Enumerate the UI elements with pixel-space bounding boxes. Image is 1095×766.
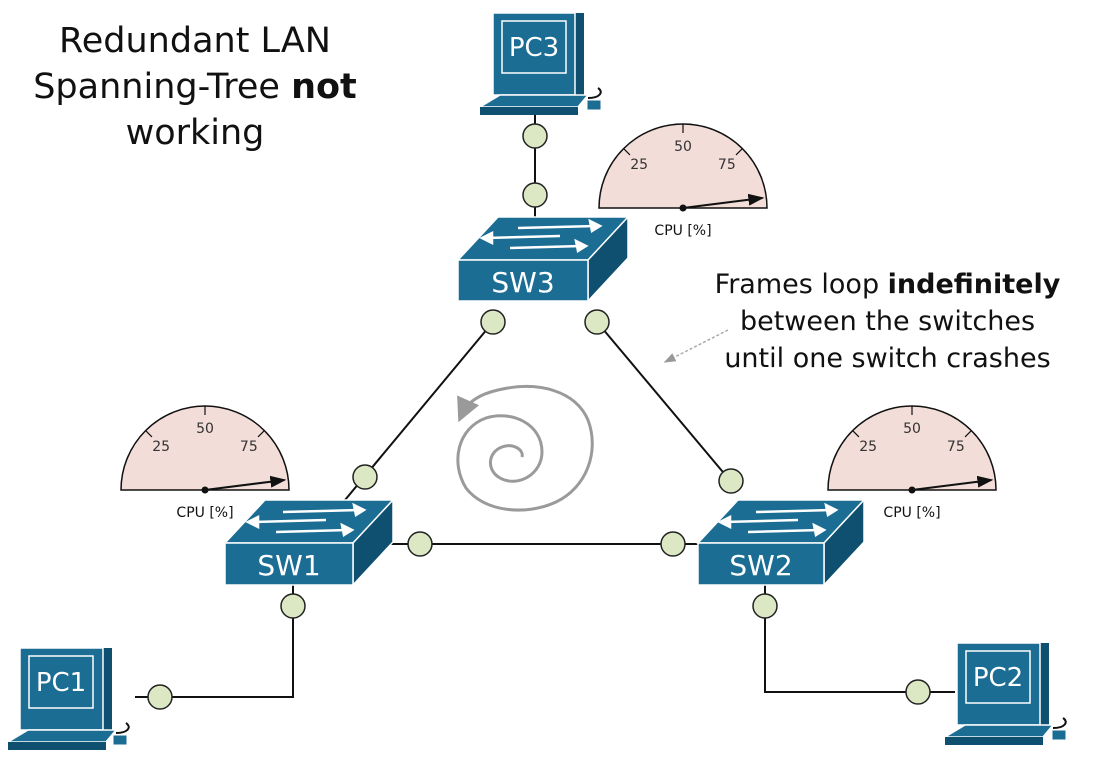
switch-label: SW1 [257,549,320,582]
port-sw3-right [584,309,610,335]
gauge-caption: CPU [%] [883,505,940,521]
gauge-tick-label: 75 [718,157,736,173]
gauge-tick-label: 25 [152,439,170,455]
gauge-needle [204,475,287,491]
ports [147,123,931,710]
loop-annotation: Frames loop indefinitely between the swi… [700,266,1075,377]
port-sw2-bottom [752,593,778,619]
annotation-line-1: Frames loop indefinitely [700,266,1075,303]
gauge-tick [257,430,265,438]
mouse-icon [1051,729,1067,741]
gauge-tick [852,430,860,438]
title-line-1: Redundant LAN [59,21,331,61]
switch-front [224,542,354,586]
gauge-tick [735,148,743,156]
monitor-side [1040,643,1049,725]
gauge-tick-label: 50 [903,421,921,437]
gauge-tick [145,430,153,438]
port-pc2 [905,679,931,705]
gauge-dial [120,405,290,491]
mouse-icon [112,734,128,746]
mouse-icon [586,99,602,111]
mouse-cord [1052,717,1067,729]
switch-sw2[interactable]: SW2 [696,498,866,587]
screen [965,650,1031,704]
keyboard [477,94,590,108]
annotation-line-3: until one switch crashes [724,343,1051,374]
screen [501,20,567,74]
gauge-dial [598,123,768,209]
gauge-tick-label: 50 [674,139,692,155]
gauge-tick-label: 25 [859,439,877,455]
switch-label: SW2 [729,549,792,582]
port-sw1-right [407,531,433,557]
annotation-prefix: Frames loop [714,269,888,300]
loop-spiral-icon [456,385,594,512]
screen [28,655,94,709]
cables [135,110,955,698]
mouse-cord [587,87,602,99]
gauge-needle [682,193,765,209]
port-sw3-left [480,309,506,335]
title-line-2-emphasis: not [291,67,357,107]
switch-front [697,542,825,586]
gauge-tick [623,148,631,156]
port-pc1 [147,684,173,710]
pc-label: PC1 [36,668,86,698]
pc-pc1[interactable]: PC1 [5,647,130,750]
pc-label: PC3 [509,33,559,63]
keyboard-front [8,742,106,750]
pc-pc2[interactable]: PC2 [942,642,1067,745]
keyboard [942,724,1055,738]
port-sw1-bottom [280,593,306,619]
port-sw2-left [660,531,686,557]
gauge-pivot [679,204,687,212]
gauge-tick-label: 75 [947,439,965,455]
annotation-line-2: between the switches [739,306,1036,337]
monitor-side [575,13,584,95]
port-sw3-top [522,182,548,208]
switch-arrows-icon [245,502,367,538]
monitor-side [103,648,112,730]
gauge-needle [911,475,994,491]
gauge-pivot [908,486,916,494]
gauge-tick-label: 50 [196,421,214,437]
gauge-caption: CPU [%] [176,505,233,521]
keyboard-front [945,737,1043,745]
annotation-emphasis: indefinitely [887,269,1061,300]
gauge-tick [964,430,972,438]
pc-label: PC2 [973,663,1023,693]
gauge-caption: CPU [%] [654,223,711,239]
cable-sw3-sw2 [596,321,739,491]
annotation-arrow [663,329,729,363]
title-line-2-prefix: Spanning-Tree [33,67,292,107]
gauge-tick-label: 25 [630,157,648,173]
cable-sw2-pc2 [764,585,955,693]
gauge-pivot [201,486,209,494]
switch-sw3[interactable]: SW3 [456,215,630,303]
cable-sw1-pc1 [135,585,294,698]
pc-pc3[interactable]: PC3 [477,12,602,115]
switch-sw1[interactable]: SW1 [223,498,395,587]
keyboard [5,729,118,743]
diagram-title: Redundant LAN Spanning-Tree not working [20,18,370,156]
port-pc3 [522,123,548,149]
switch-arrows-icon [717,502,839,538]
keyboard-front [480,107,578,115]
switch-label: SW3 [491,266,554,299]
switch-arrows-icon [479,218,603,254]
gauge-dial [827,405,997,491]
title-line-2: Spanning-Tree not [20,64,370,110]
port-sw1-top [352,464,378,490]
port-sw2-top [718,468,744,494]
title-line-3: working [125,113,265,153]
mouse-cord [115,722,130,734]
gauge-tick-label: 75 [240,439,258,455]
switch-front [457,259,589,302]
